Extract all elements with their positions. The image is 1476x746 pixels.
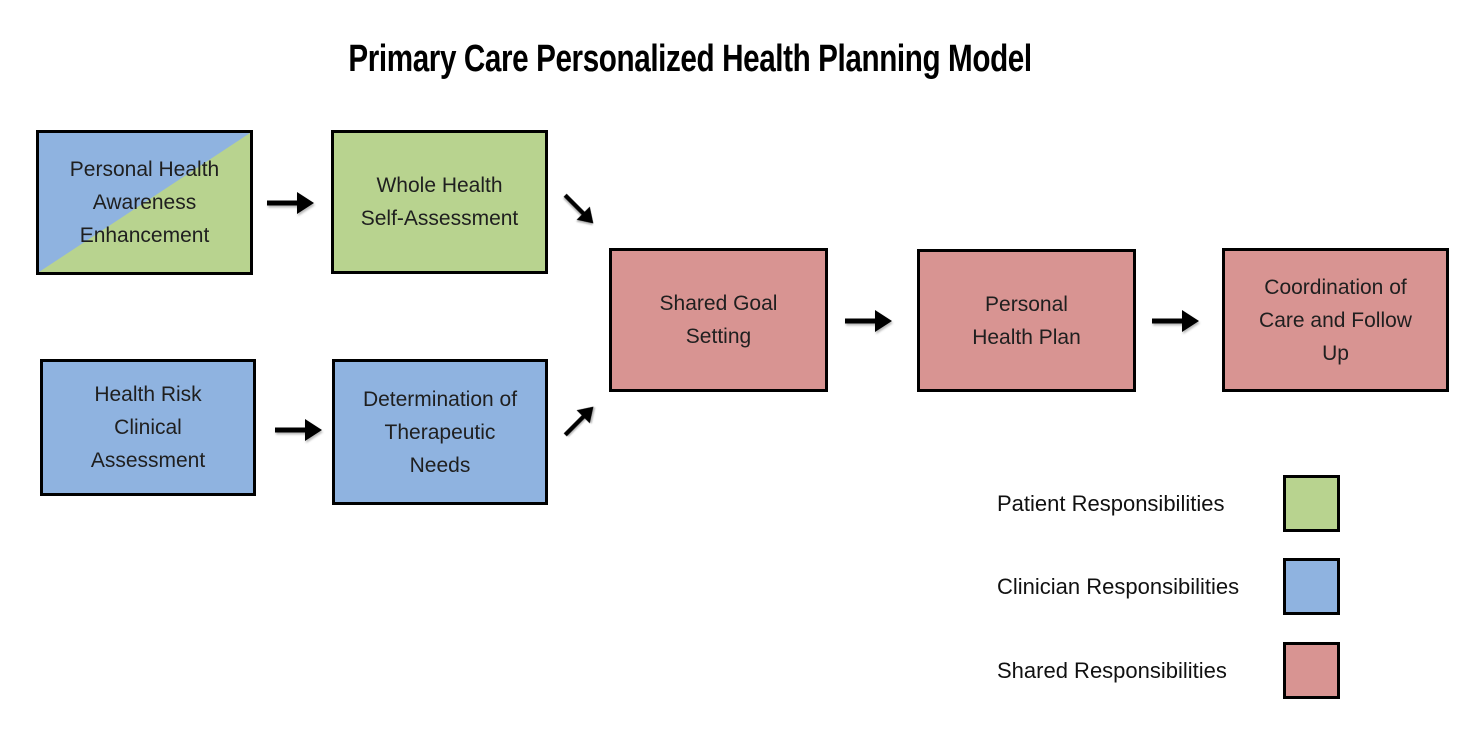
flow-node-label: Personal Health Awareness Enhancement (69, 158, 220, 247)
legend-swatch-shared (1283, 642, 1340, 699)
flow-node-label: Coordination of Care and Follow Up (1259, 275, 1412, 365)
flow-node-personal-health-awareness: Personal Health Awareness Enhancement (36, 130, 253, 275)
arrow-right-icon (845, 310, 892, 332)
legend-item-clinician: Clinician Responsibilities (997, 558, 1340, 615)
arrow-right-icon (1152, 310, 1199, 332)
arrow-up-right-icon (563, 406, 594, 437)
arrow-right-icon (267, 192, 314, 214)
arrow-right-icon (275, 419, 322, 441)
flow-node-label: Shared Goal Setting (659, 292, 778, 348)
flow-node-determination-of-therapeutic-needs: Determination of Therapeutic Needs (332, 359, 548, 505)
flow-node-label: Health Risk Clinical Assessment (90, 383, 206, 472)
legend-label: Patient Responsibilities (997, 490, 1225, 516)
diagram-title: Primary Care Personalized Health Plannin… (348, 38, 1032, 80)
legend-swatch-clinician (1283, 558, 1340, 615)
diagram-title-container: Primary Care Personalized Health Plannin… (0, 38, 1380, 81)
flow-node-health-risk-clinical-assessment: Health Risk Clinical Assessment (40, 359, 256, 496)
legend-swatch-patient (1283, 475, 1340, 532)
legend-label: Clinician Responsibilities (997, 573, 1240, 599)
legend-label: Shared Responsibilities (997, 657, 1227, 683)
legend-item-patient: Patient Responsibilities (997, 475, 1340, 532)
flow-node-label: Determination of Therapeutic Needs (362, 387, 518, 477)
legend-item-shared: Shared Responsibilities (997, 642, 1340, 699)
flow-node-label: Whole Health Self-Assessment (360, 174, 519, 230)
flow-node-personal-health-plan: Personal Health Plan (917, 249, 1136, 392)
flow-node-shared-goal-setting: Shared Goal Setting (609, 248, 828, 392)
flow-node-coordination-of-care: Coordination of Care and Follow Up (1222, 248, 1449, 392)
flow-node-whole-health-self-assessment: Whole Health Self-Assessment (331, 130, 548, 274)
flow-node-label: Personal Health Plan (972, 292, 1081, 349)
arrow-down-right-icon (563, 193, 594, 224)
